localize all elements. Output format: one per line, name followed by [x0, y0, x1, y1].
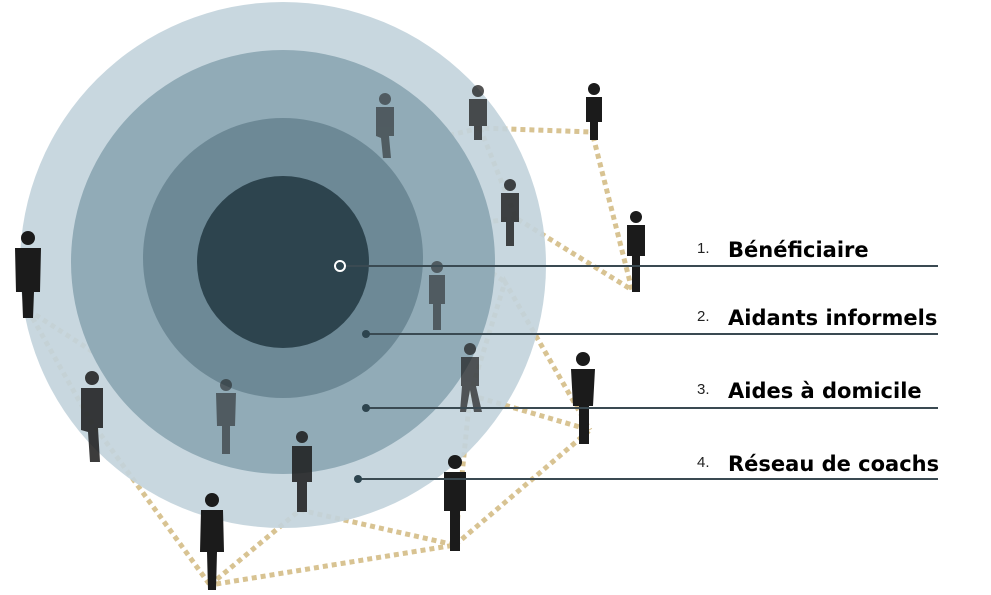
person-icon	[216, 379, 236, 454]
ring-1-beneficiary	[197, 176, 369, 348]
legend-number-3: 3.	[697, 381, 710, 398]
person-icon	[81, 371, 103, 462]
legend-label-reseau-de-coachs: Réseau de coachs	[728, 452, 939, 476]
ring-3-marker	[362, 404, 370, 412]
legend-label-beneficiaire: Bénéficiaire	[728, 238, 869, 262]
person-icon	[586, 83, 602, 140]
person-icon	[460, 343, 482, 412]
person-icon	[501, 179, 519, 246]
concentric-rings	[20, 2, 546, 528]
ring-4-marker	[354, 475, 362, 483]
people-silhouettes	[15, 83, 645, 590]
legend-label-aidants-informels: Aidants informels	[728, 306, 937, 330]
legend-number-2: 2.	[697, 308, 710, 325]
person-icon	[469, 85, 487, 140]
beneficiary-marker	[334, 260, 346, 272]
legend-label-aides-a-domicile: Aides à domicile	[728, 379, 922, 403]
ring-2-marker	[362, 330, 370, 338]
leader-lines	[345, 265, 938, 480]
person-icon	[200, 493, 224, 590]
person-icon	[15, 231, 41, 318]
person-icon	[376, 93, 394, 158]
legend: 1. Bénéficiaire 2. Aidants informels 3. …	[697, 238, 939, 476]
legend-number-4: 4.	[697, 454, 710, 471]
person-icon	[444, 455, 466, 551]
legend-number-1: 1.	[697, 240, 710, 257]
person-icon	[627, 211, 645, 292]
person-icon	[571, 352, 595, 444]
network-line-bottom	[208, 507, 456, 588]
person-icon	[292, 431, 312, 512]
